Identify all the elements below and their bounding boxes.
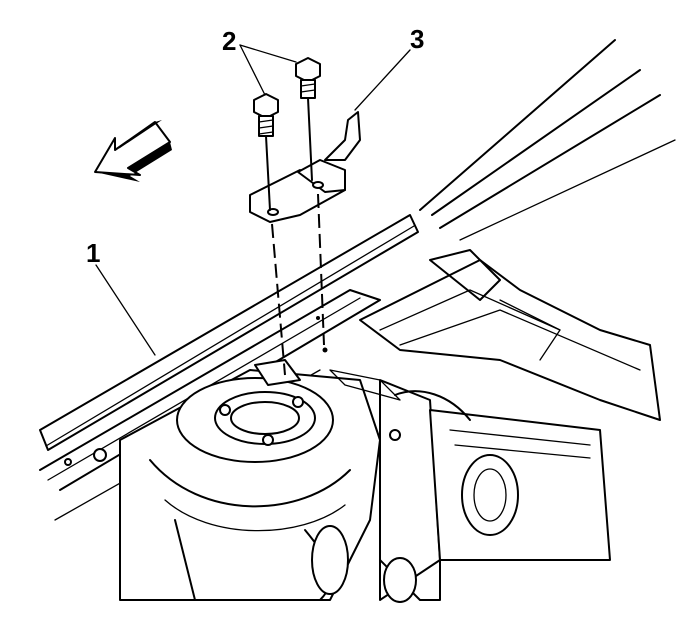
callout-3: 3 — [410, 24, 424, 54]
cowl-structure — [359, 39, 676, 421]
leader-lines — [95, 44, 411, 356]
direction-arrow-icon — [94, 120, 172, 182]
bolt-left — [253, 93, 279, 211]
strut-tower — [119, 369, 381, 601]
inner-panels — [329, 369, 611, 603]
mounting-tab — [254, 316, 328, 386]
callout-1: 1 — [86, 238, 100, 268]
alignment-lines — [271, 193, 325, 376]
callout-2: 2 — [222, 26, 236, 56]
bracket — [249, 111, 361, 223]
bolt-right — [295, 57, 321, 181]
